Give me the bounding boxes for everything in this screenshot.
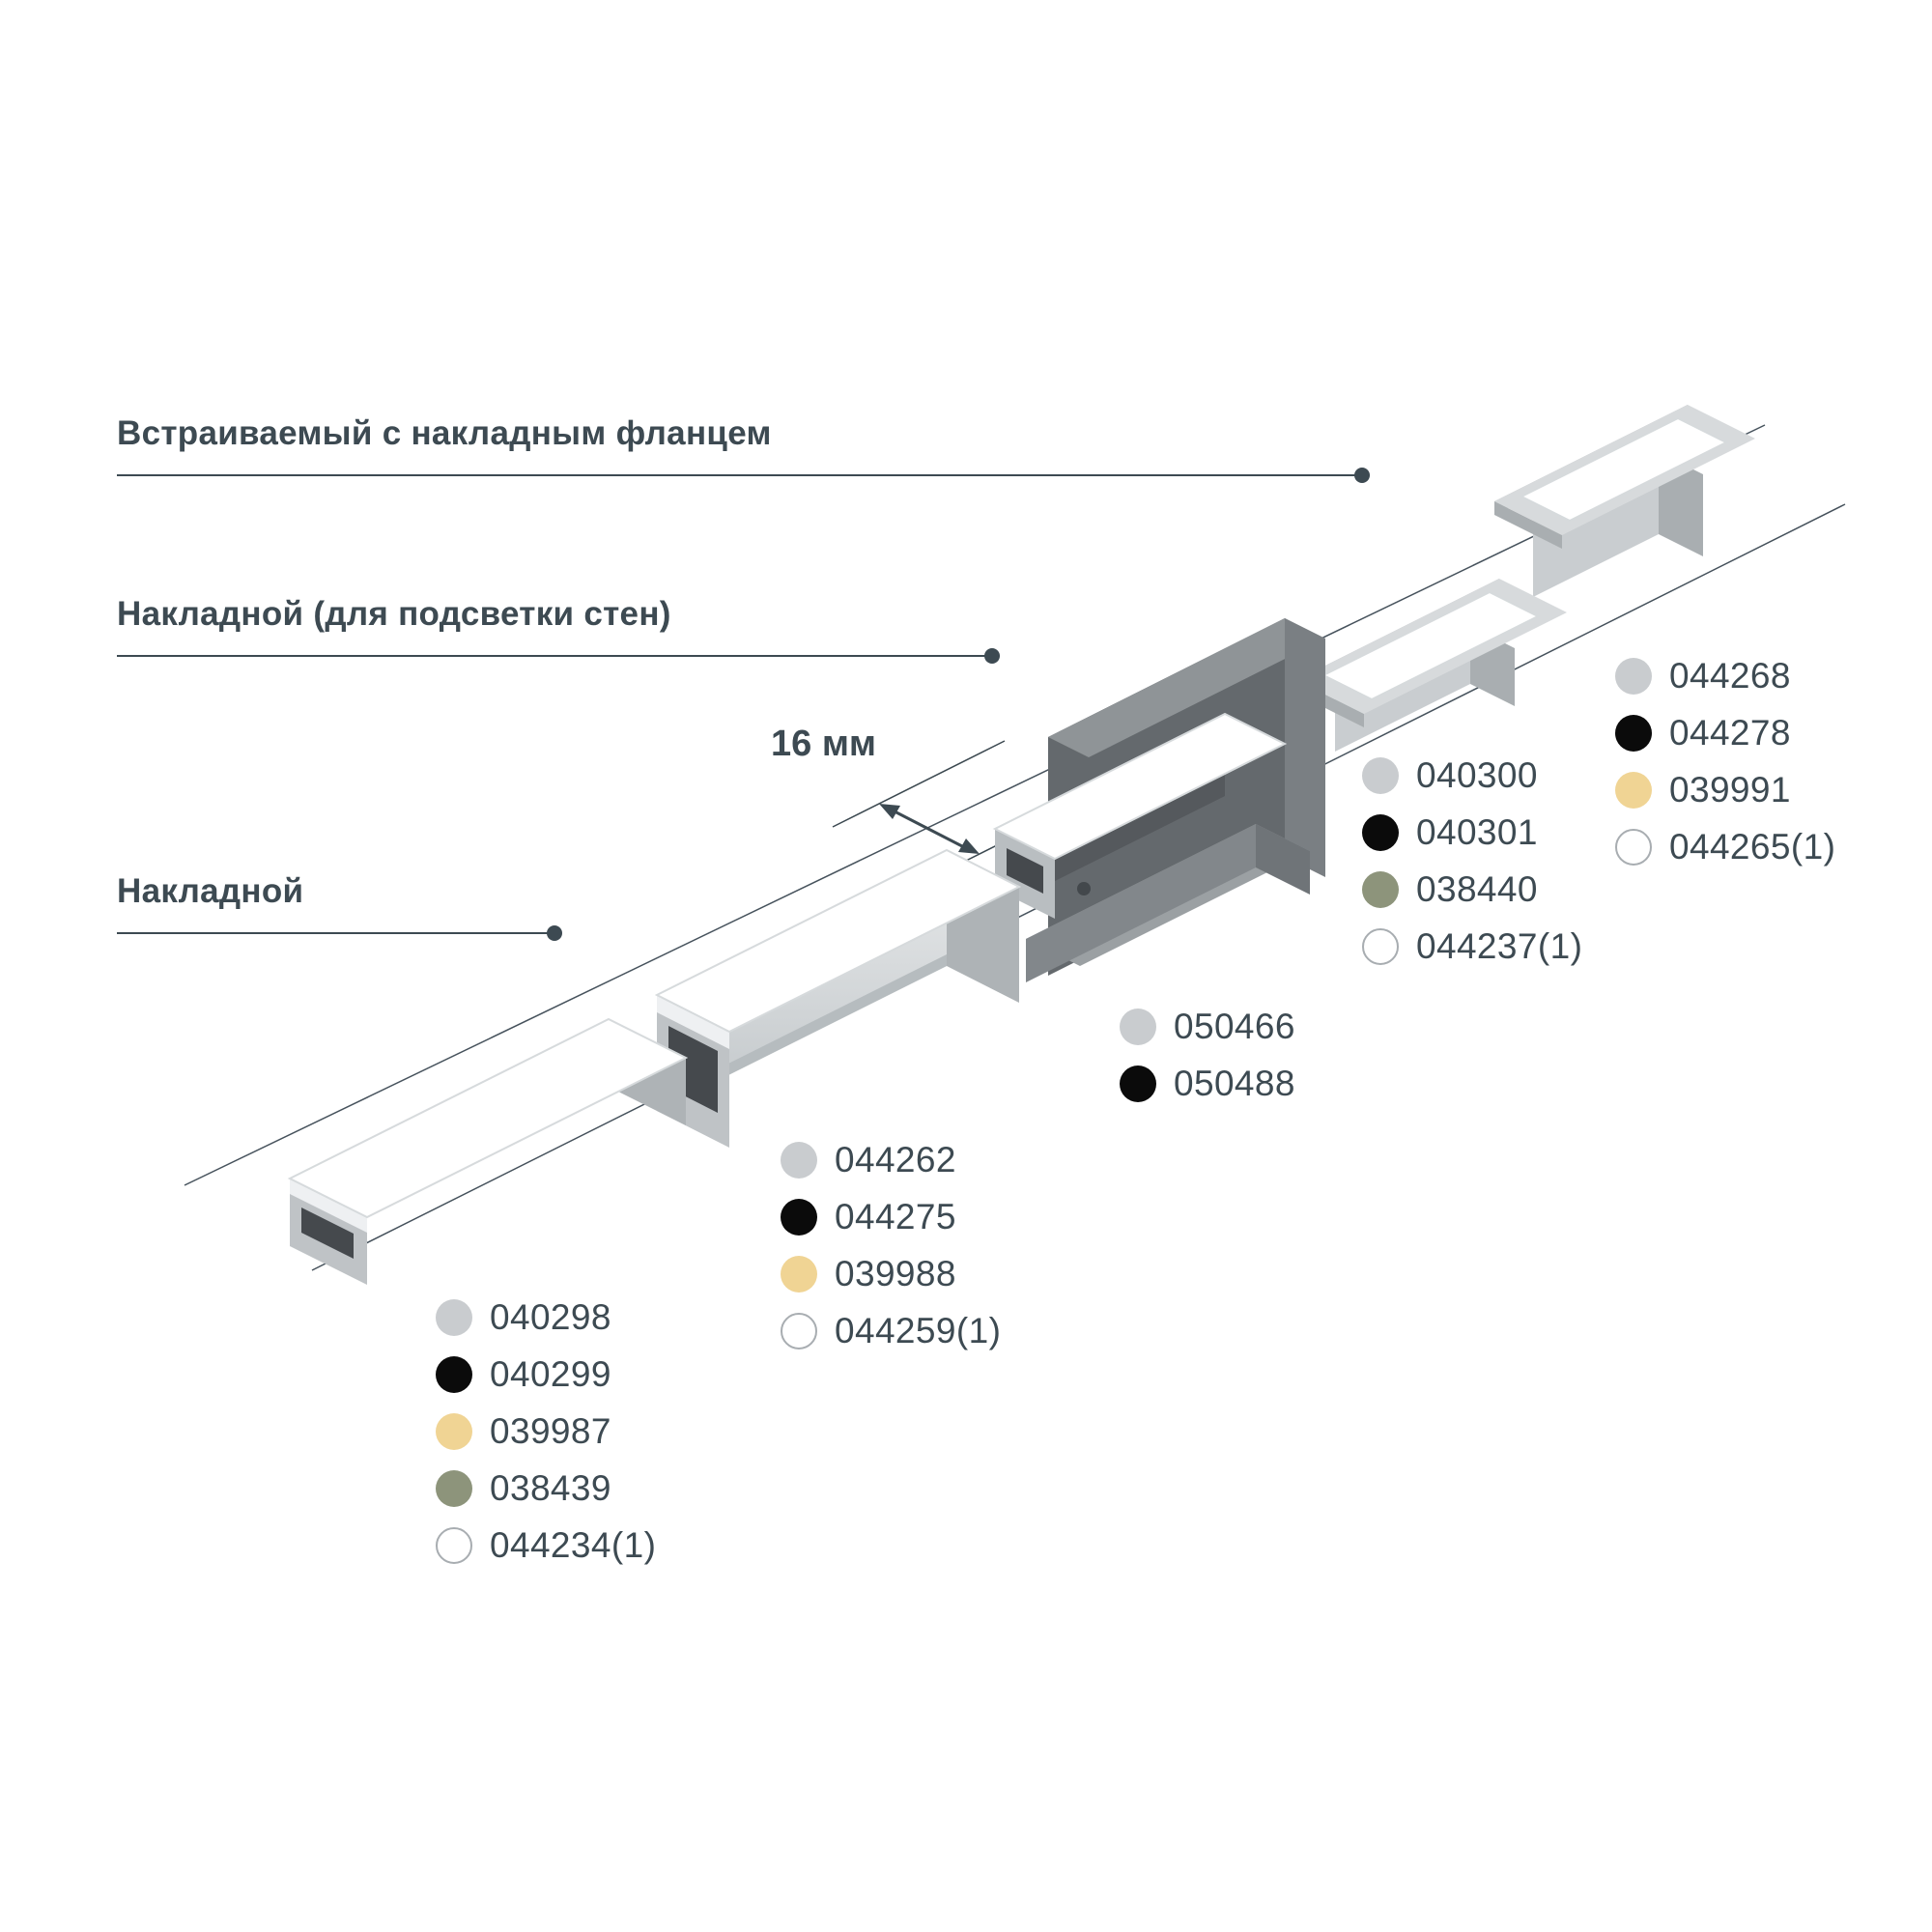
construction-line-upper <box>184 424 1766 1186</box>
wall-plate-top <box>1048 618 1325 757</box>
product-code: 044234(1) <box>490 1525 657 1565</box>
flange-end-edge <box>1494 501 1562 549</box>
swatch-yellow-icon <box>1615 772 1652 809</box>
code-row: 044259(1) <box>781 1311 1001 1351</box>
code-group-surface-tall: 044262 044275 039988 044259(1) <box>781 1140 1001 1351</box>
swatch-gray-icon <box>436 1299 472 1336</box>
product-code: 044237(1) <box>1416 926 1583 966</box>
product-code: 039987 <box>490 1411 611 1451</box>
swatch-yellow-icon <box>781 1256 817 1293</box>
code-row: 044262 <box>781 1140 1001 1180</box>
product-code: 044275 <box>835 1197 956 1236</box>
channel-slot <box>301 1208 354 1259</box>
product-code: 040299 <box>490 1354 611 1394</box>
leader-dot-surface <box>547 925 562 941</box>
label-surface: Накладной <box>117 872 304 910</box>
product-code: 038439 <box>490 1468 611 1508</box>
code-row: 040301 <box>1362 812 1582 853</box>
swatch-gray-icon <box>1362 757 1399 794</box>
product-code: 040301 <box>1416 812 1538 852</box>
code-row: 040299 <box>436 1354 656 1395</box>
dimension-arrowhead <box>958 838 980 854</box>
product-code: 040298 <box>490 1297 611 1337</box>
dimension-arrow-line <box>894 810 963 848</box>
code-group-surface-low: 040298 040299 039987 038439 044234(1) <box>436 1297 656 1566</box>
product-code: 040300 <box>1416 755 1538 795</box>
label-recessed-flange: Встраиваемый с накладным фланцем <box>117 414 772 452</box>
swatch-black-icon <box>436 1356 472 1393</box>
label-surface-wall: Накладной (для подсветки стен) <box>117 595 671 633</box>
product-code: 044265(1) <box>1669 827 1836 867</box>
code-group-recessed-far: 044268 044278 039991 044265(1) <box>1615 656 1835 867</box>
swatch-white-icon <box>1615 829 1652 866</box>
swatch-black-icon <box>781 1199 817 1236</box>
code-group-wall-mount: 050466 050488 <box>1120 1007 1295 1104</box>
code-row: 050466 <box>1120 1007 1295 1047</box>
mounting-hole <box>1077 882 1091 895</box>
diffuser-top <box>1321 590 1541 701</box>
swatch-gray-icon <box>1615 658 1652 695</box>
product-code: 039991 <box>1669 770 1791 810</box>
bracket-end <box>1256 824 1310 895</box>
code-row: 044265(1) <box>1615 827 1835 867</box>
diffuser-end-strip <box>290 1179 367 1233</box>
diffuser-top <box>654 848 1022 1034</box>
code-row: 039991 <box>1615 770 1835 810</box>
diffuser-top <box>1519 416 1729 523</box>
swatch-white-icon <box>781 1313 817 1350</box>
code-row: 044268 <box>1615 656 1835 696</box>
leader-lines <box>117 468 1370 941</box>
swatch-white-icon <box>1362 928 1399 965</box>
swatch-black-icon <box>1120 1065 1156 1102</box>
code-row: 040298 <box>436 1297 656 1338</box>
swatch-white-icon <box>436 1527 472 1564</box>
code-row: 039987 <box>436 1411 656 1452</box>
code-group-recessed-near: 040300 040301 038440 044237(1) <box>1362 755 1582 967</box>
channel-slot <box>1007 848 1043 894</box>
product-code: 044268 <box>1669 656 1791 696</box>
swatch-olive-icon <box>1362 871 1399 908</box>
code-row: 039988 <box>781 1254 1001 1294</box>
code-row: 038440 <box>1362 869 1582 910</box>
dimension-extension-line <box>832 740 1006 828</box>
swatch-yellow-icon <box>436 1413 472 1450</box>
product-code: 044262 <box>835 1140 956 1179</box>
code-row: 050488 <box>1120 1064 1295 1104</box>
swatch-black-icon <box>1362 814 1399 851</box>
diffuser-top <box>992 712 1288 861</box>
profile-wall-mount <box>992 618 1325 982</box>
code-row: 044237(1) <box>1362 926 1582 967</box>
profile-surface-low <box>287 1017 689 1285</box>
profile-recessed-flange-near <box>1296 579 1567 752</box>
swatch-black-icon <box>1615 715 1652 752</box>
code-row: 044278 <box>1615 713 1835 753</box>
swatch-gray-icon <box>1120 1009 1156 1045</box>
code-row: 044234(1) <box>436 1525 656 1566</box>
leader-dot-recessed-flange <box>1354 468 1370 483</box>
dimension-label: 16 мм <box>771 724 877 764</box>
code-row: 044275 <box>781 1197 1001 1237</box>
product-code: 039988 <box>835 1254 956 1293</box>
code-row: 040300 <box>1362 755 1582 796</box>
profile-recessed-flange-far <box>1494 405 1755 597</box>
swatch-gray-icon <box>781 1142 817 1179</box>
bracket-front <box>1026 824 1256 982</box>
product-code: 050466 <box>1174 1007 1295 1046</box>
leader-dot-surface-wall <box>984 648 1000 664</box>
swatch-olive-icon <box>436 1470 472 1507</box>
product-code: 038440 <box>1416 869 1538 909</box>
code-row: 038439 <box>436 1468 656 1509</box>
product-code: 044259(1) <box>835 1311 1002 1350</box>
diffuser-top <box>287 1017 689 1219</box>
dimension-arrowhead <box>879 804 900 819</box>
product-code: 044278 <box>1669 713 1791 753</box>
diffuser-end-strip <box>657 995 729 1049</box>
wall-plate-end <box>1285 618 1325 877</box>
product-code: 050488 <box>1174 1064 1295 1103</box>
profile-surface-tall <box>654 848 1022 1148</box>
